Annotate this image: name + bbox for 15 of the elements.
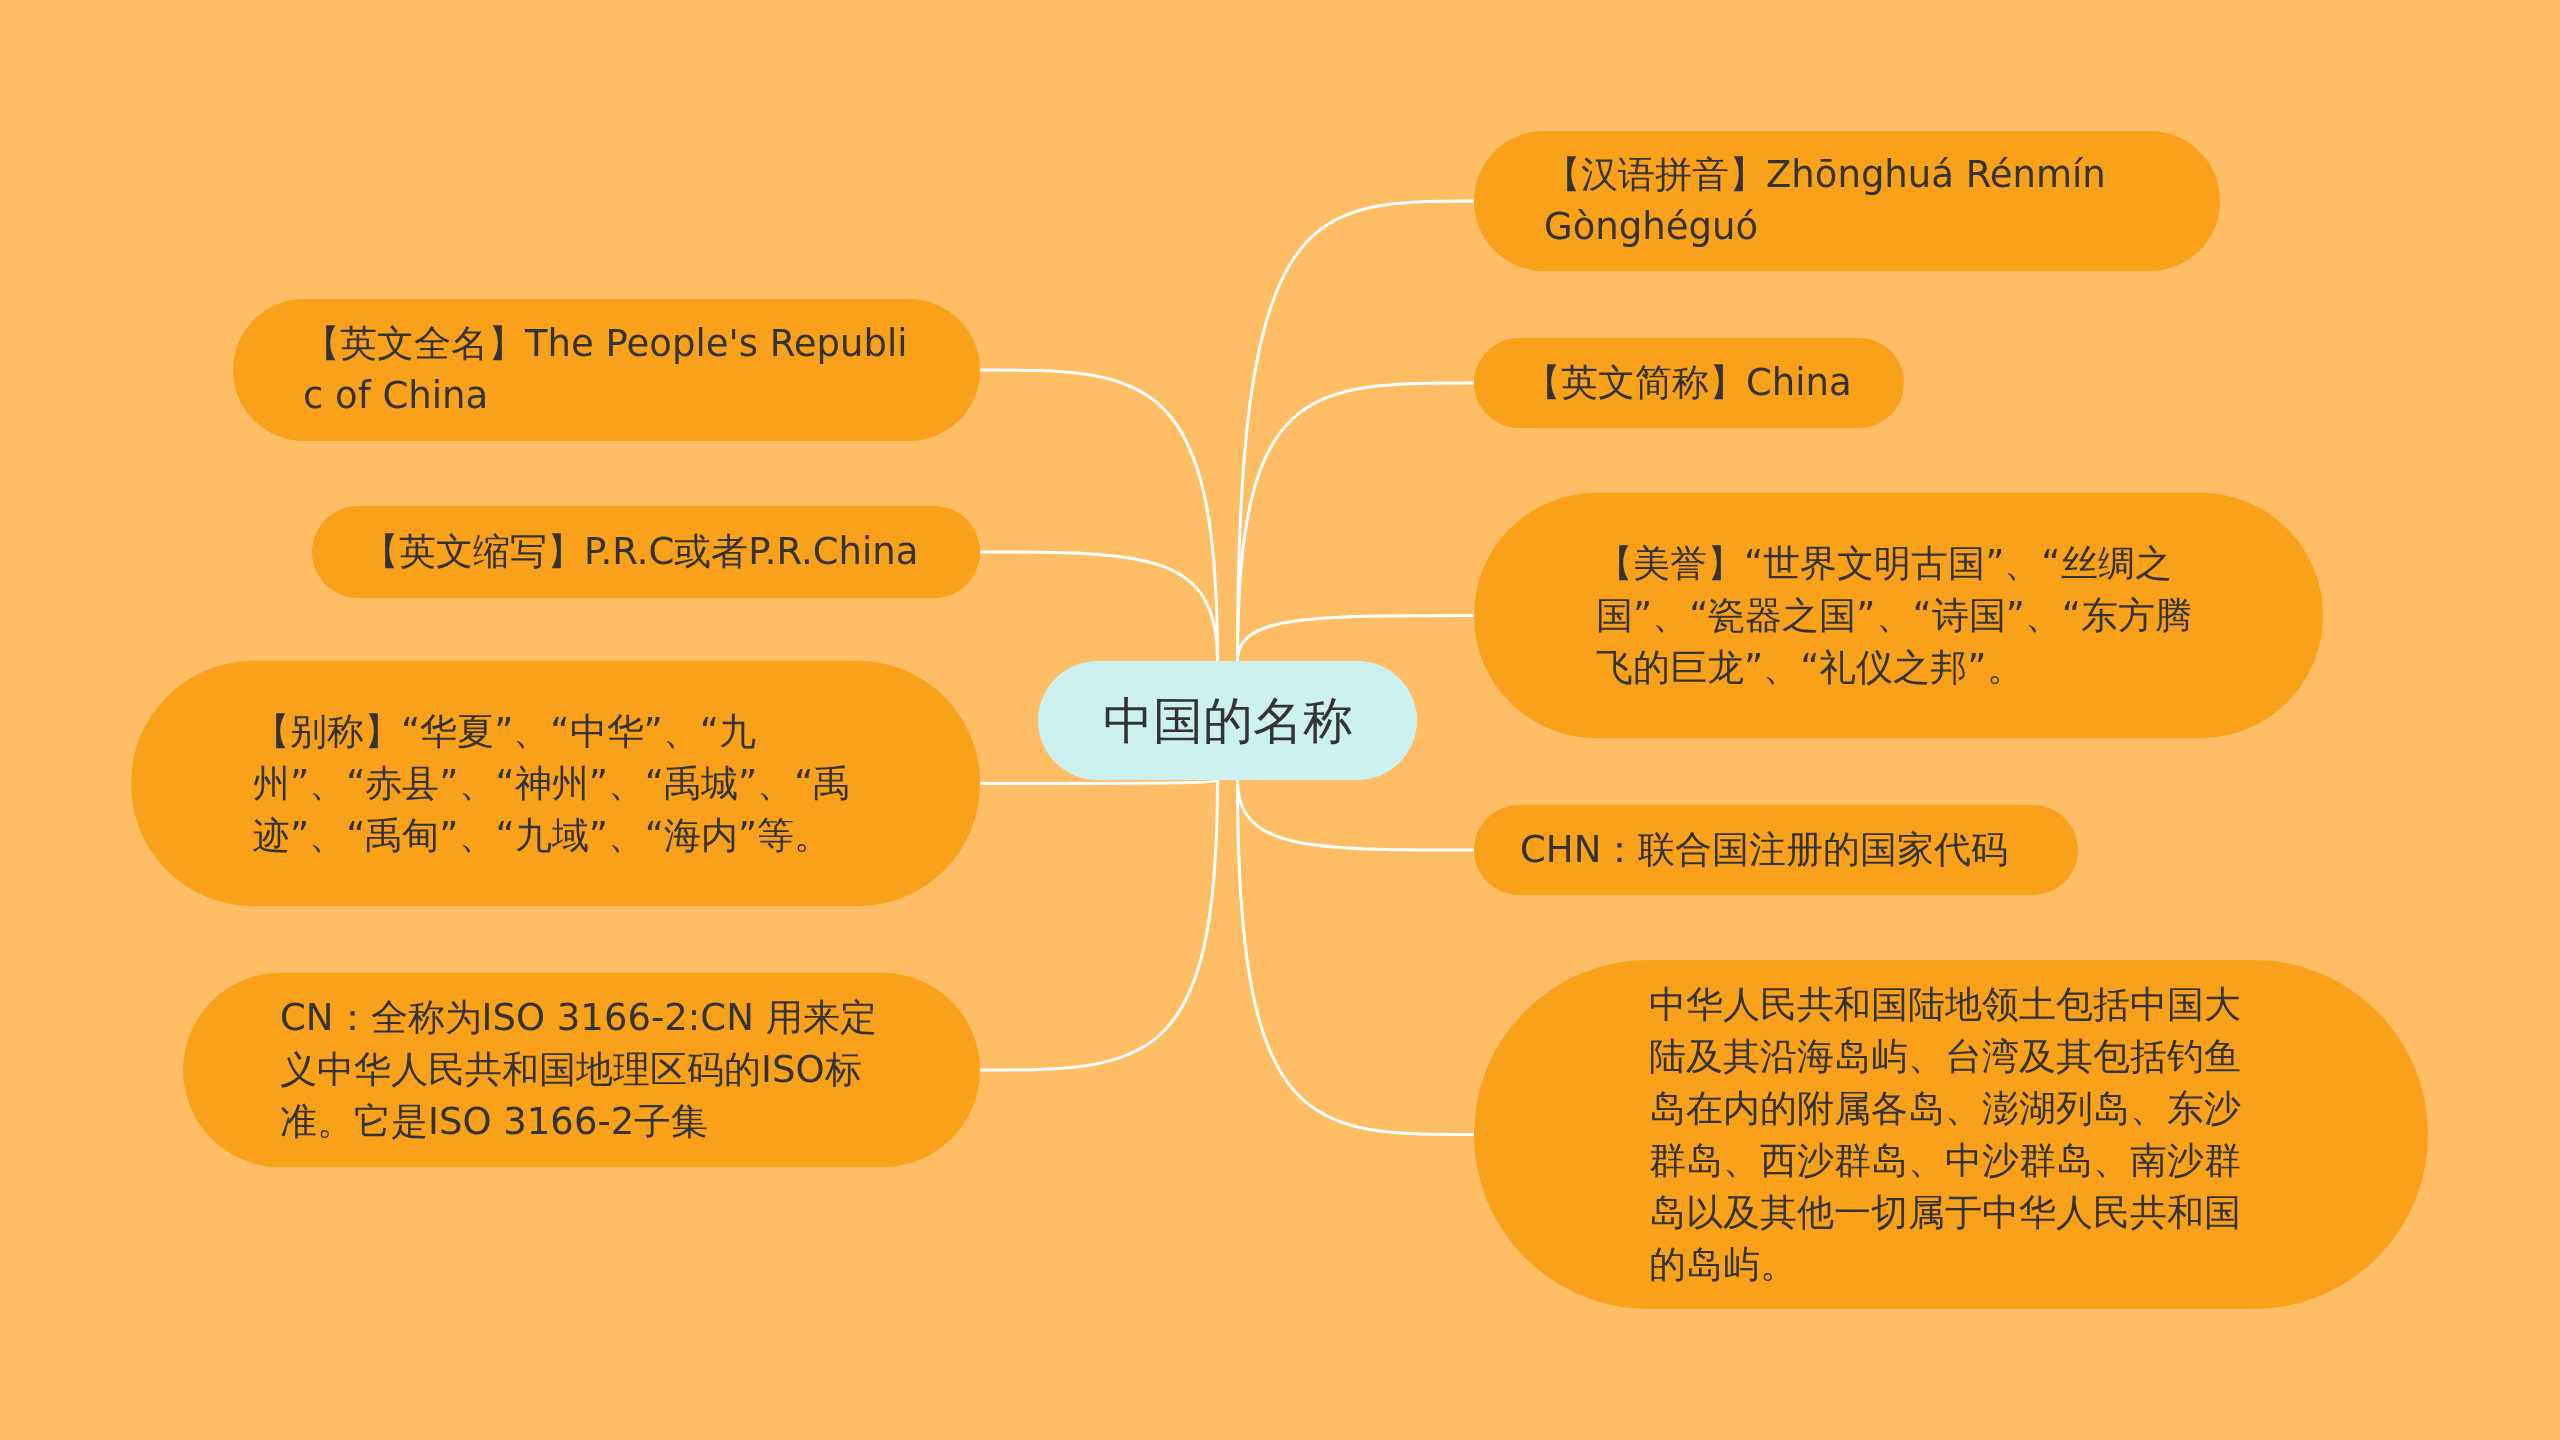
topic-text: 【美誉】“世界文明古国”、“丝绸之国”、“瓷器之国”、“诗国”、“东方腾飞的巨龙”、“礼仪之邦”。 — [1596, 540, 2193, 691]
topic-text: CN：全称为ISO 3166-2:CN 用来定义中华人民共和国地理区码的ISO标准。它是ISO 3166-2子集 — [280, 995, 878, 1145]
connector-line — [1236, 614, 1474, 662]
connector-line — [980, 779, 1219, 1072]
topic-text: 【别称】“华夏”、“中华”、“九州”、“赤县”、“神州”、“禹城”、“禹迹”、“禹甸”、“九域”、“海内”等。 — [253, 708, 852, 859]
connector-line — [980, 550, 1219, 662]
topic-text: CHN：联合国注册的国家代码 — [1520, 827, 2010, 873]
topic-text: 【英文简称】China — [1524, 360, 1853, 406]
connector-line — [980, 778, 1218, 785]
connector-line — [1236, 779, 1474, 1136]
topic-text: 中华人民共和国陆地领土包括中国大陆及其沿海岛屿、台湾及其包括钓鱼岛在内的附属各岛、澎湖列岛、东沙群岛、西沙群岛、中沙群岛、南沙群岛以及其他一切属于中华人民共和国的岛屿。 — [1649, 981, 2242, 1288]
topic-text: 【英文全名】The People's Republic of China — [303, 321, 909, 419]
topic-text: 【汉语拼音】Zhōnghuá Rénmín Gònghéguó — [1544, 152, 2107, 250]
central-topic-text: 中国的名称 — [1102, 690, 1353, 751]
topic-text: 【英文缩写】P.R.C或者P.R.China — [362, 529, 920, 575]
